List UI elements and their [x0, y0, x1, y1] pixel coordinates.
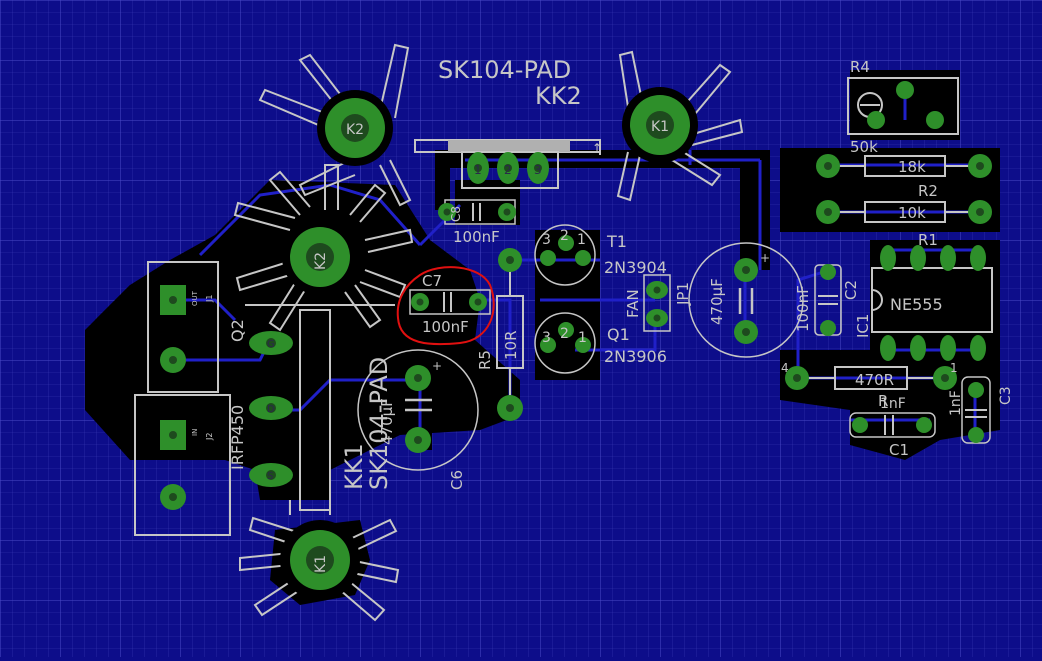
- kk1-hole-k1-label: K1: [313, 555, 329, 573]
- q1-ref-label: Q1: [607, 325, 630, 344]
- cap-c2-value-label: 100nF: [794, 285, 812, 332]
- q2-value-label: IRFP450: [228, 405, 247, 470]
- r3-r-label: R: [878, 392, 888, 410]
- cap-c2[interactable]: [814, 264, 842, 336]
- fan-header-label: FAN: [624, 289, 642, 318]
- t1-pin-2: 2: [560, 228, 569, 244]
- j1-out-label: OUT: [191, 290, 199, 306]
- to220-pin-1: 1: [474, 163, 482, 177]
- cap-c2-ref-label: C2: [842, 280, 860, 300]
- cap-c8-value-label: 100nF: [453, 228, 500, 246]
- resistor-r5[interactable]: [496, 248, 524, 421]
- j2-in-label: IN: [191, 429, 199, 436]
- resistor-r2-ref-label: R2: [918, 182, 938, 200]
- cap-c3-value-label: 1nF: [948, 390, 964, 416]
- q1-pin-2: 2: [560, 326, 569, 342]
- j1-ref-label: J1: [205, 295, 214, 303]
- q1-pin-1: 1: [578, 330, 587, 346]
- elcap-470-value-label: 470µF: [708, 278, 726, 325]
- cap-c3-ref-label: C3: [998, 386, 1014, 405]
- heatsink-kk1[interactable]: [233, 164, 414, 622]
- ic1-value-label: NE555: [890, 295, 943, 314]
- c7-highlight-marker: [396, 266, 495, 346]
- q2-pin-d: D: [267, 404, 275, 415]
- ic1-ref-label: IC1: [854, 314, 872, 338]
- cap-c1-ref-label: C1: [889, 441, 909, 459]
- kk1-hole-k2-label: K2: [313, 252, 329, 270]
- q1-value-label: 2N3906: [604, 347, 667, 366]
- t1-value-label: 2N3904: [604, 258, 667, 277]
- kk2-hole-k2-label: K2: [346, 122, 364, 138]
- elcap-c6[interactable]: +: [357, 349, 479, 471]
- resistor-r2-value-label: 10k: [898, 204, 926, 222]
- kk2-name-label: SK104-PAD: [438, 56, 571, 84]
- elcap-c6-ref-label: C6: [448, 470, 466, 490]
- resistor-r5-value-label: 10R: [502, 330, 520, 360]
- svg-text:+: +: [432, 359, 442, 373]
- fan-header-ref-label: JP1: [674, 282, 692, 306]
- svg-text:+: +: [760, 251, 770, 265]
- q2-ref-label: Q2: [228, 319, 247, 342]
- ic1-ne555[interactable]: [871, 245, 993, 361]
- pot-r4-value-label: 50k: [850, 138, 878, 156]
- mosfet-q2[interactable]: [249, 331, 293, 487]
- connector-j2[interactable]: [134, 394, 231, 536]
- q2-pin-g: G: [267, 339, 275, 350]
- kk1-holes: [280, 219, 360, 600]
- fan-header[interactable]: [643, 274, 671, 332]
- resistor-r1-value-label: 18k: [898, 158, 926, 176]
- kk1-name-label: SK104-PAD: [365, 357, 393, 490]
- cap-c7-value-label: 100nF: [422, 318, 469, 336]
- transistor-t1[interactable]: [534, 224, 596, 286]
- connector-j1[interactable]: [147, 261, 219, 393]
- pot-r4[interactable]: [847, 77, 959, 135]
- pin-label-one: 1: [950, 361, 958, 375]
- t1-pin-1: 1: [577, 232, 586, 248]
- resistor-r1-ref-label: R1: [918, 231, 938, 249]
- cap-c8-ref-label: C8: [449, 206, 463, 222]
- kk2-ref-label: KK2: [535, 82, 582, 110]
- to220-pin-2: 2: [504, 163, 512, 177]
- resistor-r3-value-label: 470R: [855, 371, 894, 389]
- cap-c7[interactable]: [409, 289, 491, 315]
- resistor-r1[interactable]: [816, 154, 992, 178]
- j2-ref-label: J2: [205, 433, 214, 441]
- resistor-r2[interactable]: [816, 200, 992, 224]
- resistor-r5-ref-label: R5: [476, 350, 494, 370]
- t1-pin-3: 3: [542, 232, 551, 248]
- kk1-ref-label: KK1: [340, 443, 368, 490]
- q2-pin-s: S: [267, 471, 273, 482]
- cap-c7-ref-label: C7: [422, 272, 442, 290]
- cap-c1-value-label: 1nF: [880, 396, 906, 412]
- transistor-q1[interactable]: [534, 312, 596, 374]
- to220-top-footprint[interactable]: [448, 140, 570, 189]
- elcap-470[interactable]: +: [688, 242, 804, 358]
- cap-c3[interactable]: [961, 376, 991, 444]
- pot-r4-ref-label: R4: [850, 58, 870, 76]
- elcap-c6-value-label: 470µF: [378, 398, 396, 445]
- to220-pin-3: 3: [534, 163, 542, 177]
- pin-label-four: 4: [781, 361, 789, 375]
- t1-ref-label: T1: [606, 232, 627, 251]
- kk2-holes: [317, 87, 698, 166]
- q1-pin-3: 3: [542, 330, 551, 346]
- kk2-hole-k1-label: K1: [651, 119, 669, 135]
- to220-orientation-mark: ↑: [592, 141, 602, 155]
- resistor-r3[interactable]: [785, 366, 957, 390]
- cap-c1[interactable]: [849, 412, 936, 438]
- cap-c8[interactable]: [438, 199, 516, 225]
